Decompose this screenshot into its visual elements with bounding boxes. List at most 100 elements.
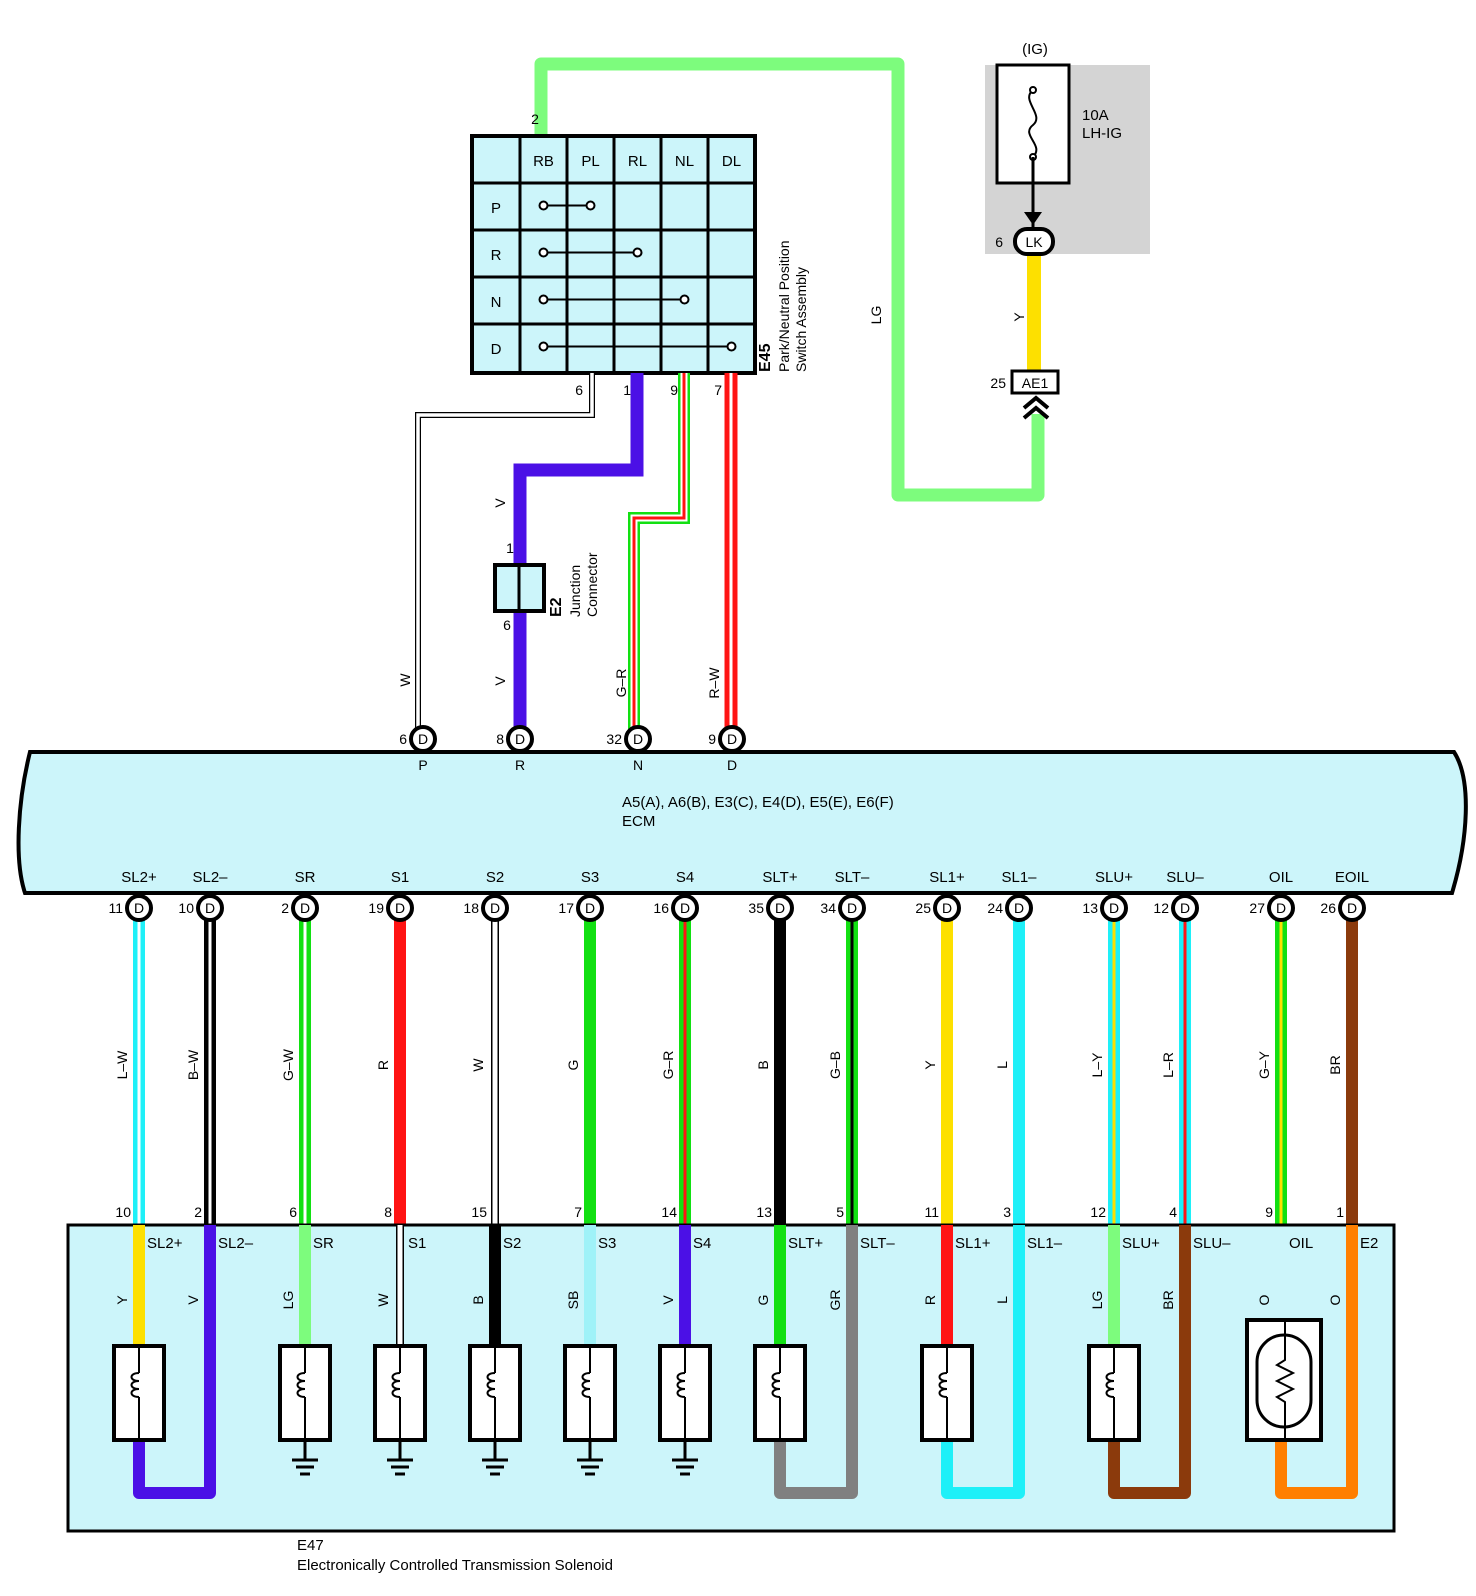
ecm-pin-slu–-ring (1171, 894, 1199, 922)
ecm-pin-num: 25 (915, 900, 931, 916)
ecm-pin-s4-ring (671, 894, 699, 922)
ecm-pin-num: 27 (1249, 900, 1265, 916)
switch-top-pin: 2 (531, 111, 539, 127)
switch-name-line1: Park/Neutral Position (776, 240, 792, 372)
ecm-wire-label: L–R (1160, 1052, 1176, 1078)
switch-id: E45 (757, 343, 774, 372)
junction-name-line2: Connector (584, 552, 600, 617)
ae1-pin: 25 (990, 375, 1006, 391)
ecm-pin-num: 2 (281, 900, 289, 916)
wire-w-label: W (397, 673, 413, 687)
solenoid-pin-num: 6 (289, 1204, 297, 1220)
switch-row-p: P (491, 200, 501, 217)
switch-row-n: N (491, 294, 502, 311)
ecm-pin-num: 10 (178, 900, 194, 916)
ecm-top-pin-label: R (515, 757, 525, 773)
fuse-amp: 10A (1082, 107, 1109, 124)
solenoid-wire-label: SB (565, 1291, 581, 1310)
fuse-name: LH-IG (1082, 125, 1122, 142)
ecm-top-pin-r-letter: D (515, 731, 525, 747)
ecm-pin-num: 16 (653, 900, 669, 916)
ecm-pin-label: SL1– (1001, 869, 1037, 886)
ecm-pin-label: OIL (1269, 869, 1293, 886)
ecm-top-pin-num: 9 (708, 731, 716, 747)
ae1-label: AE1 (1022, 375, 1049, 391)
solenoid-wire-label: BR (1160, 1290, 1176, 1309)
ecm-pin-sr-ring (291, 894, 319, 922)
solenoid-pin-num: 15 (471, 1204, 487, 1220)
solenoid-wire-label: LG (280, 1291, 296, 1310)
solenoid-terminal-label: S3 (598, 1235, 616, 1252)
ecm-pin-num: 26 (1320, 900, 1336, 916)
ecm-wire-label: BR (1327, 1055, 1343, 1074)
switch-contact-point (585, 200, 596, 211)
solenoid-pin-num: 9 (1265, 1204, 1273, 1220)
solenoid-loop-oil (1275, 1225, 1358, 1499)
ecm-pin-label: SLU– (1166, 869, 1204, 886)
ecm-pin-s2-letter: D (490, 900, 500, 916)
ecm-pin-sl1+-ring (933, 894, 961, 922)
solenoid-wire-label: G (755, 1295, 771, 1306)
solenoid-coil-slt+-icon (771, 1372, 781, 1398)
solenoid-coil-sr-icon (296, 1372, 306, 1398)
switch-contact-point (538, 247, 549, 258)
ecm-connectors: A5(A), A6(B), E3(C), E4(D), E5(E), E6(F) (622, 794, 894, 811)
ecm-pin-sl2+-ring (125, 894, 153, 922)
solenoid-wire-label: B (470, 1295, 486, 1304)
solenoid-loop-sl2 (133, 1225, 216, 1499)
ecm-pin-label: SL1+ (929, 869, 965, 886)
ecm-top-pin-num: 8 (496, 731, 504, 747)
ecm-pin-slu–-letter: D (1180, 900, 1190, 916)
ecm-wire-label: G (565, 1060, 581, 1071)
wire-lg-loop (534, 57, 1045, 502)
ecm-wire-label: W (470, 1058, 486, 1072)
lk-connector: LK 6 (995, 227, 1055, 256)
ecm-pin-label: SL2– (192, 869, 228, 886)
ecm-pin-oil-letter: D (1276, 900, 1286, 916)
solenoid-coil-sl2+-icon (130, 1372, 140, 1398)
ecm-pin-label: SLT– (835, 869, 870, 886)
solenoid-loop-slt (774, 1225, 858, 1499)
ecm-wire-label: G–B (827, 1051, 843, 1079)
junction-connector: 1 6 E2 Junction Connector (493, 540, 600, 633)
solenoid-wire-label: V (660, 1295, 676, 1305)
ecm-pin-num: 35 (748, 900, 764, 916)
solenoid-pin-num: 10 (115, 1204, 131, 1220)
switch-contact-point (538, 341, 549, 352)
ecm-pin-num: 18 (463, 900, 479, 916)
ecm-top-pin-d-letter: D (727, 731, 737, 747)
solenoid-loop-sl1 (941, 1225, 1025, 1499)
ecm-pin-num: 24 (987, 900, 1003, 916)
ecm-pin-sl2–-letter: D (205, 900, 215, 916)
solenoid-terminal-label: SLT+ (788, 1235, 823, 1252)
solenoid-terminal-label: SLU+ (1122, 1235, 1160, 1252)
ecm-wire-label: Y (922, 1060, 938, 1070)
ae1-connector: AE1 25 (990, 369, 1060, 420)
solenoid-wire-label: V (185, 1295, 201, 1305)
solenoid-coil-s2-icon (486, 1372, 496, 1398)
wire-w-inner (416, 373, 594, 734)
solenoid-terminal-label: E2 (1360, 1235, 1378, 1252)
solenoid-wire-label: O (1327, 1294, 1343, 1305)
solenoid-terminal-label: S2 (503, 1235, 521, 1252)
solenoid-wire-label: Y (114, 1295, 130, 1305)
ecm-top-pin-label: P (418, 757, 427, 773)
solenoid-terminal-label: S1 (408, 1235, 426, 1252)
wire-v-lower-label: V (492, 676, 508, 686)
switch-contact-point (632, 247, 643, 258)
ecm-pin-s1-letter: D (395, 900, 405, 916)
switch-contact-point (726, 341, 737, 352)
solenoid-terminal-label: SL2– (218, 1235, 254, 1252)
ecm-wire-label: L–W (114, 1050, 130, 1080)
ecm-pin-s3-ring (576, 894, 604, 922)
ecm-top-pin-label: D (727, 757, 737, 773)
solenoid-terminal-label: SLT– (860, 1235, 895, 1252)
wire-lg-label: LG (868, 306, 884, 325)
lk-pill (1013, 227, 1055, 256)
solenoid-pin-num: 5 (836, 1204, 844, 1220)
solenoid-id: E47 (297, 1537, 324, 1554)
ecm-top-pin-n-ring (624, 725, 652, 753)
ecm-pin-sl1–-ring (1005, 894, 1033, 922)
